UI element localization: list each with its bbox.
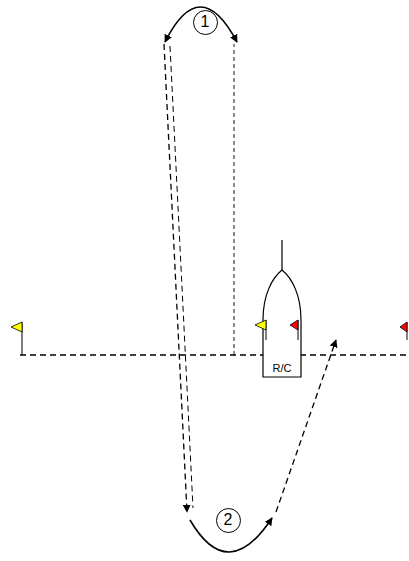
- yellow-flag: [11, 322, 22, 332]
- course-leg: [170, 46, 193, 508]
- boat-mast: [281, 240, 282, 270]
- start-line: [20, 354, 409, 355]
- red-flag: [400, 322, 407, 332]
- boat-hull: [263, 270, 301, 377]
- mark-circle: 1: [193, 10, 218, 35]
- committee-boat: R/C: [262, 240, 302, 378]
- mark-circle: 2: [216, 508, 241, 533]
- red-flag: [290, 320, 298, 330]
- callout-number: 1: [201, 14, 210, 30]
- boat-label: R/C: [273, 363, 292, 374]
- course-leg: [234, 44, 235, 355]
- rounding-arc: [165, 7, 237, 42]
- yellow-flag: [255, 320, 266, 330]
- callout-number: 2: [224, 512, 233, 528]
- course-leg: [164, 44, 187, 512]
- boat-outline: [262, 240, 302, 378]
